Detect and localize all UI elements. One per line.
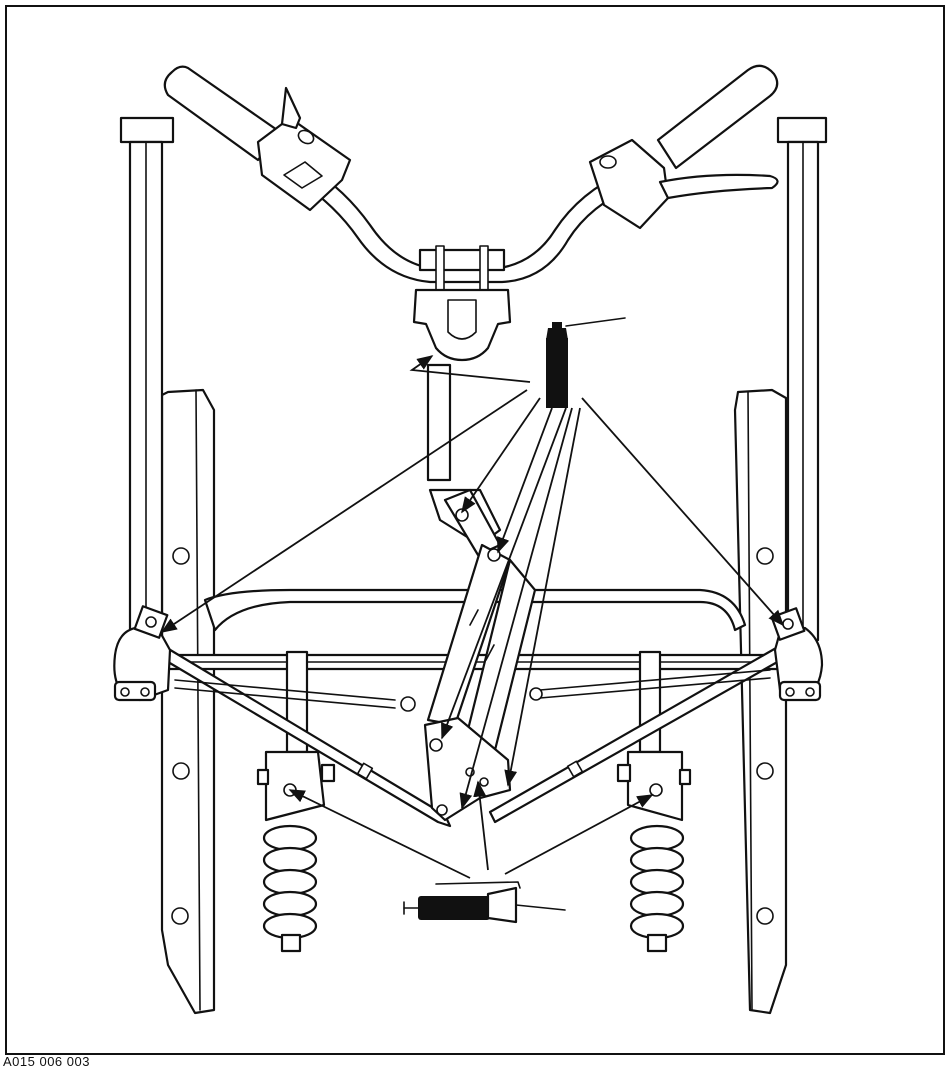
oil-can-icon <box>546 317 626 408</box>
right-handlebar-grip <box>588 64 779 230</box>
handlebar <box>298 166 637 362</box>
figure-code: A015 006 003 <box>3 1054 90 1069</box>
grease-points-arrows <box>288 780 654 879</box>
left-spindle-post <box>119 116 175 642</box>
left-ski <box>160 388 216 1015</box>
right-ski <box>733 388 788 1015</box>
figure-border <box>5 5 945 1055</box>
left-handlebar-grip <box>163 65 352 212</box>
right-spring-assembly <box>616 650 692 953</box>
right-spindle-post <box>776 116 828 642</box>
grease-gun-icon <box>403 881 566 924</box>
left-spring-assembly <box>256 650 336 953</box>
oil-points-arrows <box>160 355 785 810</box>
left-steering-knuckle <box>113 605 172 702</box>
